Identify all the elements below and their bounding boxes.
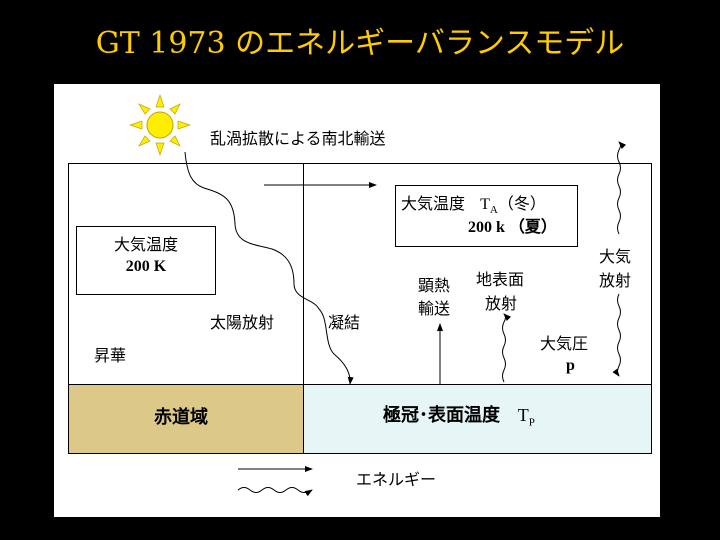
sensible-heat-label-1: 顕熱 — [418, 276, 451, 295]
tp-subscript: P — [528, 416, 535, 429]
solar-radiation-label: 太陽放射 — [210, 313, 275, 332]
legend-energy-label: エネルギー — [356, 470, 437, 489]
sublimation-label: 昇華 — [94, 346, 127, 365]
sensible-heat-label-2: 輸送 — [418, 299, 451, 318]
surface-radiation-label-1: 地表面 — [476, 270, 525, 289]
polar-temp-label: 大気温度 — [401, 194, 466, 213]
equator-atmosphere-box: 大気温度 200 K — [76, 226, 216, 295]
tp-symbol: T — [517, 405, 529, 425]
sun-icon — [128, 93, 192, 157]
equator-temp-value: 200 K — [125, 258, 167, 275]
ta-symbol: T — [480, 196, 490, 213]
polar-region — [303, 384, 652, 453]
pressure-symbol: p — [566, 357, 575, 374]
diagram-lines — [68, 93, 652, 497]
atmos-radiation-label-1: 大気 — [599, 247, 632, 266]
slide-title: GT 1973 のエネルギーバランスモデル — [95, 26, 625, 61]
polar-atmosphere-box: 大気温度 TA（冬） 200 k （夏） — [395, 185, 578, 247]
winter-label: （冬） — [497, 194, 546, 213]
equator-temp-label: 大気温度 — [113, 235, 178, 254]
eddy-transport-label: 乱渦拡散による南北輸送 — [210, 129, 386, 148]
ta-subscript: A — [489, 204, 498, 217]
pressure-label: 大気圧 — [540, 334, 589, 353]
surface-radiation-label-2: 放射 — [485, 294, 518, 313]
polar-region-label: 極冠･表面温度 — [383, 405, 500, 426]
diagram-panel: 乱渦拡散による南北輸送 大気温度 200 K 大気温度 TA（冬） 200 k … — [54, 84, 660, 517]
equator-region — [68, 384, 303, 453]
equator-region-label: 赤道域 — [154, 407, 208, 428]
atmos-radiation-label-2: 放射 — [599, 271, 632, 290]
polar-temp-value: 200 k （夏） — [468, 219, 557, 236]
condensation-label: 凝結 — [328, 313, 361, 332]
